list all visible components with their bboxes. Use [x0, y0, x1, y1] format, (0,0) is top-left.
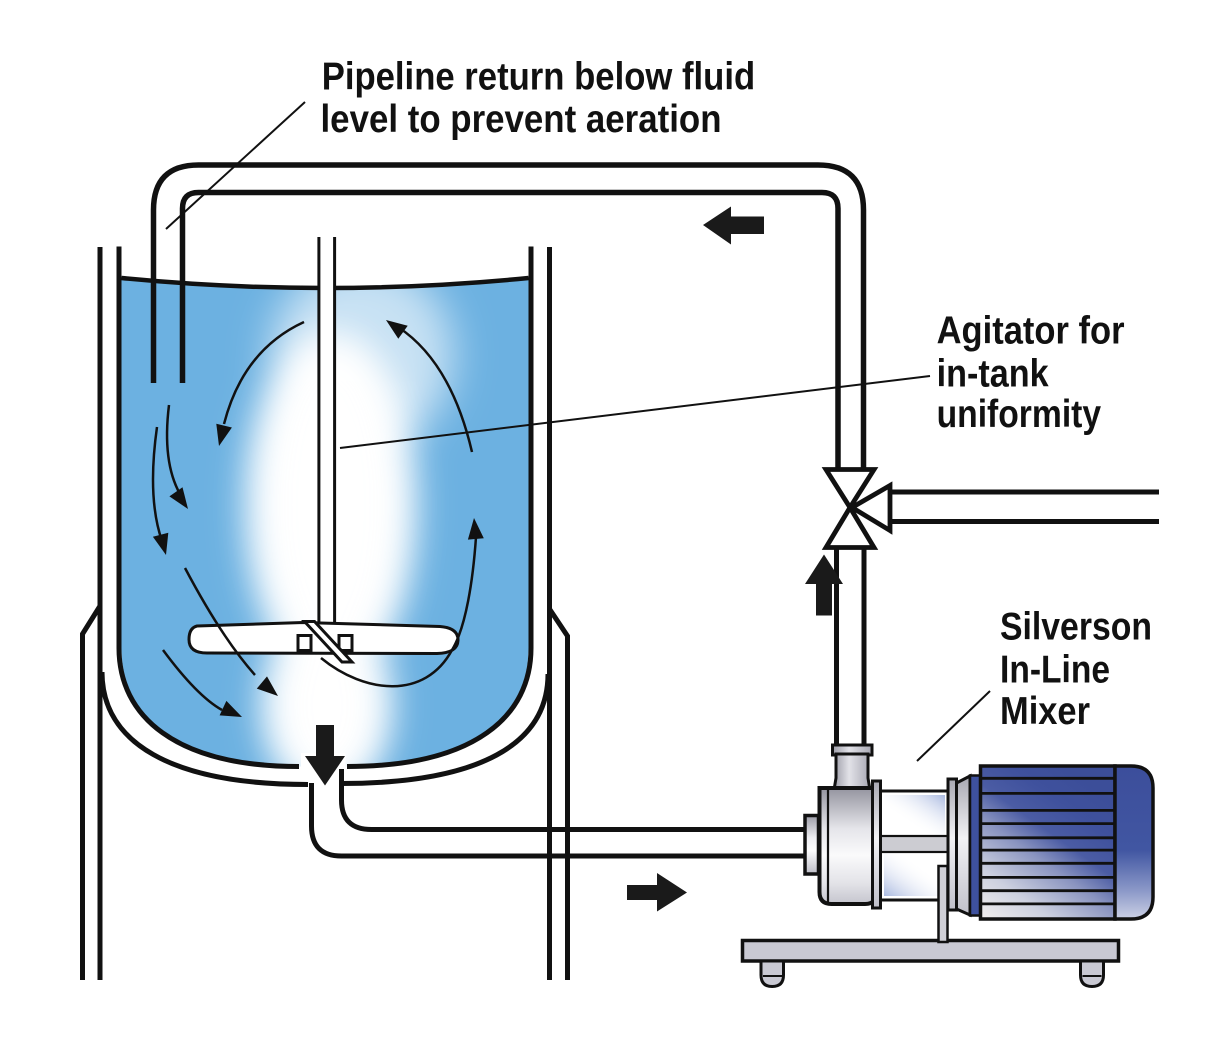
svg-text:uniformity: uniformity	[937, 393, 1102, 436]
svg-text:In-Line: In-Line	[1000, 648, 1110, 691]
svg-text:in-tank: in-tank	[937, 353, 1049, 396]
svg-text:level to prevent aeration: level to prevent aeration	[321, 98, 722, 141]
svg-text:Agitator for: Agitator for	[937, 310, 1125, 353]
svg-text:Pipeline return below fluid: Pipeline return below fluid	[322, 55, 756, 98]
svg-text:Mixer: Mixer	[1000, 690, 1090, 733]
svg-text:Silverson: Silverson	[1000, 606, 1152, 649]
